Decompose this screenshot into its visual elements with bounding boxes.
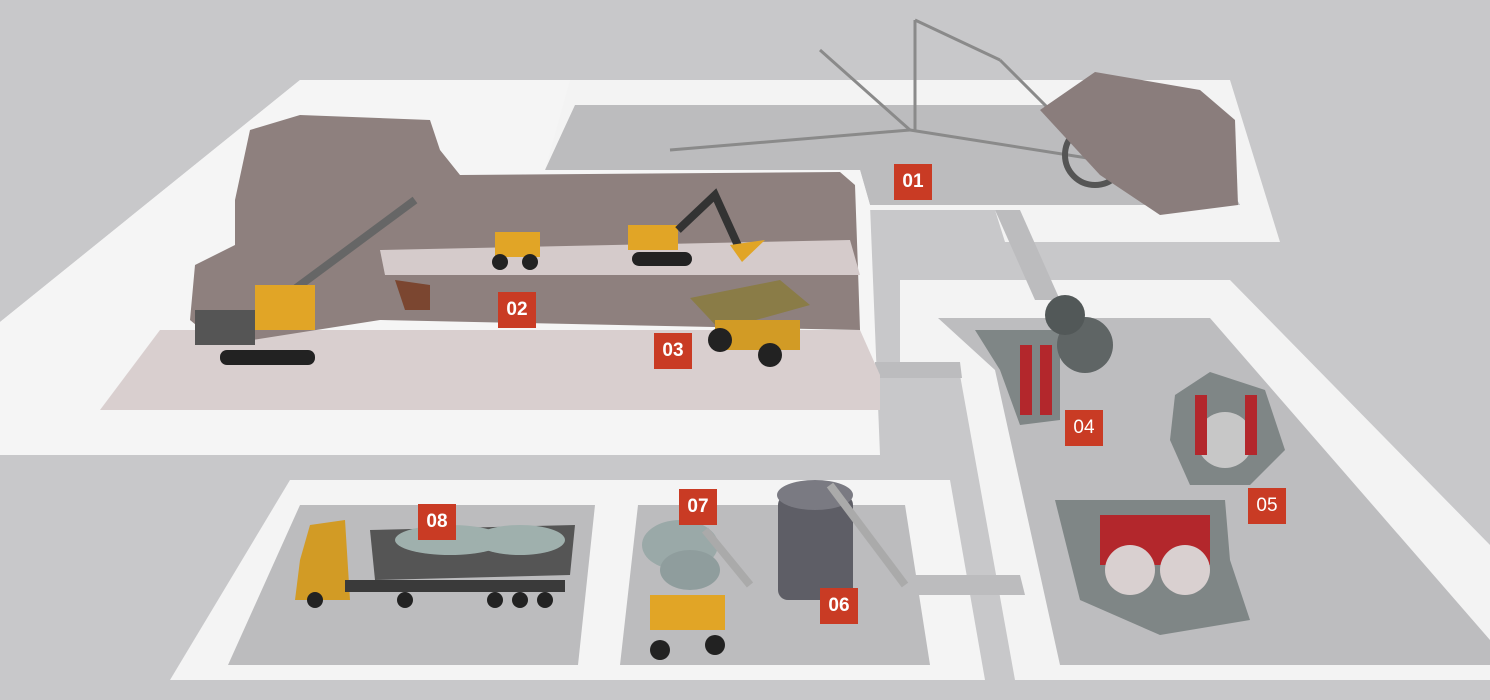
- connector-path-2: [905, 575, 1025, 595]
- quarry-rock: [190, 115, 860, 345]
- cone-crusher-icon: [777, 480, 909, 600]
- stage-badge-04: 04: [1065, 410, 1103, 446]
- stage-badge-07: 07: [679, 489, 717, 525]
- jaw-crusher-icon: [975, 295, 1113, 425]
- excavator-cliff: [1040, 72, 1238, 215]
- stage-badge-02: 02: [498, 292, 536, 328]
- stage-badge-03: 03: [654, 333, 692, 369]
- excavator-icon: [628, 188, 765, 266]
- stage-badge-01: 01: [894, 164, 932, 200]
- stage-badge-06: 06: [820, 588, 858, 624]
- stockpile-icon: [642, 520, 754, 660]
- connector-path: [875, 362, 962, 378]
- conveyor-path: [995, 210, 1060, 300]
- stage-badge-08: 08: [418, 504, 456, 540]
- roller-crusher-icon: [1055, 500, 1250, 635]
- power-shovel-icon: [195, 196, 430, 365]
- impact-crusher-icon: [1170, 372, 1285, 485]
- haul-truck-icon: [690, 280, 810, 367]
- wheel-loader-icon: [492, 232, 540, 270]
- stage-badge-05: 05: [1248, 488, 1286, 524]
